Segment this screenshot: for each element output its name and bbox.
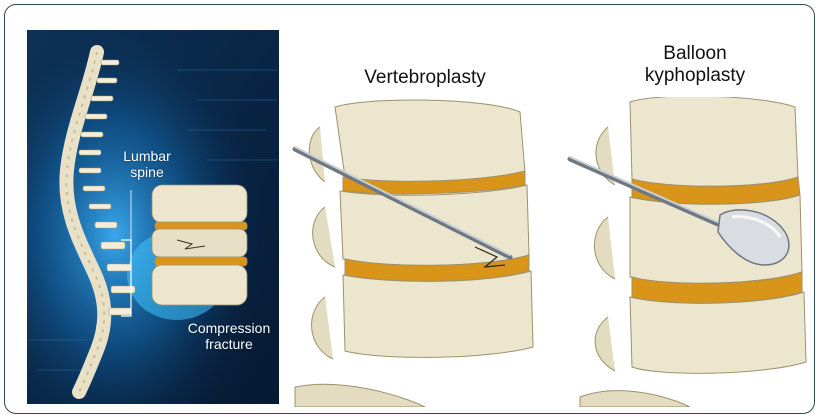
spine-overview-panel: Lumbar spine Compression fracture <box>27 30 279 404</box>
vertebroplasty-title: Vertebroplasty <box>345 67 505 89</box>
kyphoplasty-illustration <box>560 97 810 407</box>
vertebroplasty-illustration <box>285 97 545 407</box>
kyphoplasty-title: Balloon kyphoplasty <box>620 43 770 87</box>
fracture-closeup <box>152 185 247 305</box>
fracture-label-line2: fracture <box>179 336 279 352</box>
fracture-label-line1: Compression <box>179 320 279 336</box>
kyphoplasty-title-line2: kyphoplasty <box>620 65 770 87</box>
figure-frame: Lumbar spine Compression fracture Verteb… <box>4 4 815 414</box>
lumbar-spine-label: Lumbar spine <box>115 148 179 180</box>
kyphoplasty-title-line1: Balloon <box>620 43 770 65</box>
compression-fracture-label: Compression fracture <box>179 320 279 352</box>
lumbar-label-line2: spine <box>115 164 179 180</box>
lumbar-label-line1: Lumbar <box>115 148 179 164</box>
